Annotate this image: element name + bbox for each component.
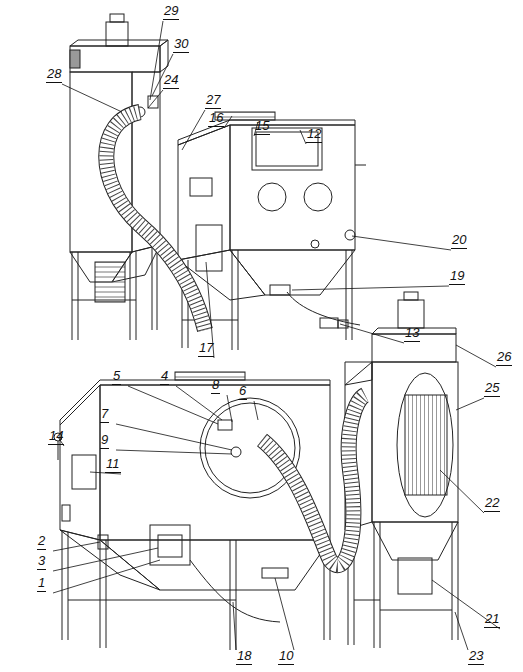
callout-number: 21 xyxy=(484,612,500,628)
callout-number: 4 xyxy=(160,369,169,385)
top-filter-unit xyxy=(70,14,168,340)
callout-number: 22 xyxy=(484,496,500,512)
callout-number: 6 xyxy=(238,384,247,400)
callout-number: 16 xyxy=(208,111,224,127)
callout-number: 30 xyxy=(173,37,189,53)
callout-number: 29 xyxy=(163,4,179,20)
callout-number: 15 xyxy=(254,119,270,135)
callout-number: 8 xyxy=(211,378,220,394)
bottom-filter-unit xyxy=(345,292,458,648)
callout-number: 17 xyxy=(198,341,214,357)
callout-number: 1 xyxy=(37,576,46,592)
callout-number: 28 xyxy=(46,67,62,83)
callout-number: 3 xyxy=(37,554,46,570)
callout-number: 7 xyxy=(100,407,109,423)
callout-number: 10 xyxy=(278,649,294,665)
leader-lines xyxy=(53,21,500,650)
callout-number: 25 xyxy=(484,381,500,397)
callout-number: 13 xyxy=(404,326,420,342)
callout-number: 12 xyxy=(306,127,322,143)
callout-number: 20 xyxy=(451,233,467,249)
callout-number: 27 xyxy=(205,93,221,109)
callout-number: 24 xyxy=(163,73,179,89)
bottom-hose xyxy=(262,395,365,565)
callout-number: 18 xyxy=(236,649,252,665)
bottom-cabinet xyxy=(54,372,330,650)
callout-number: 2 xyxy=(37,534,46,550)
callout-number: 26 xyxy=(496,350,512,366)
callout-number: 19 xyxy=(449,269,465,285)
callout-number: 14 xyxy=(48,429,64,445)
callout-number: 5 xyxy=(112,369,121,385)
callout-number: 9 xyxy=(100,433,109,449)
callout-number: 11 xyxy=(105,457,121,473)
callout-number: 23 xyxy=(468,649,484,665)
top-hose xyxy=(106,112,205,330)
